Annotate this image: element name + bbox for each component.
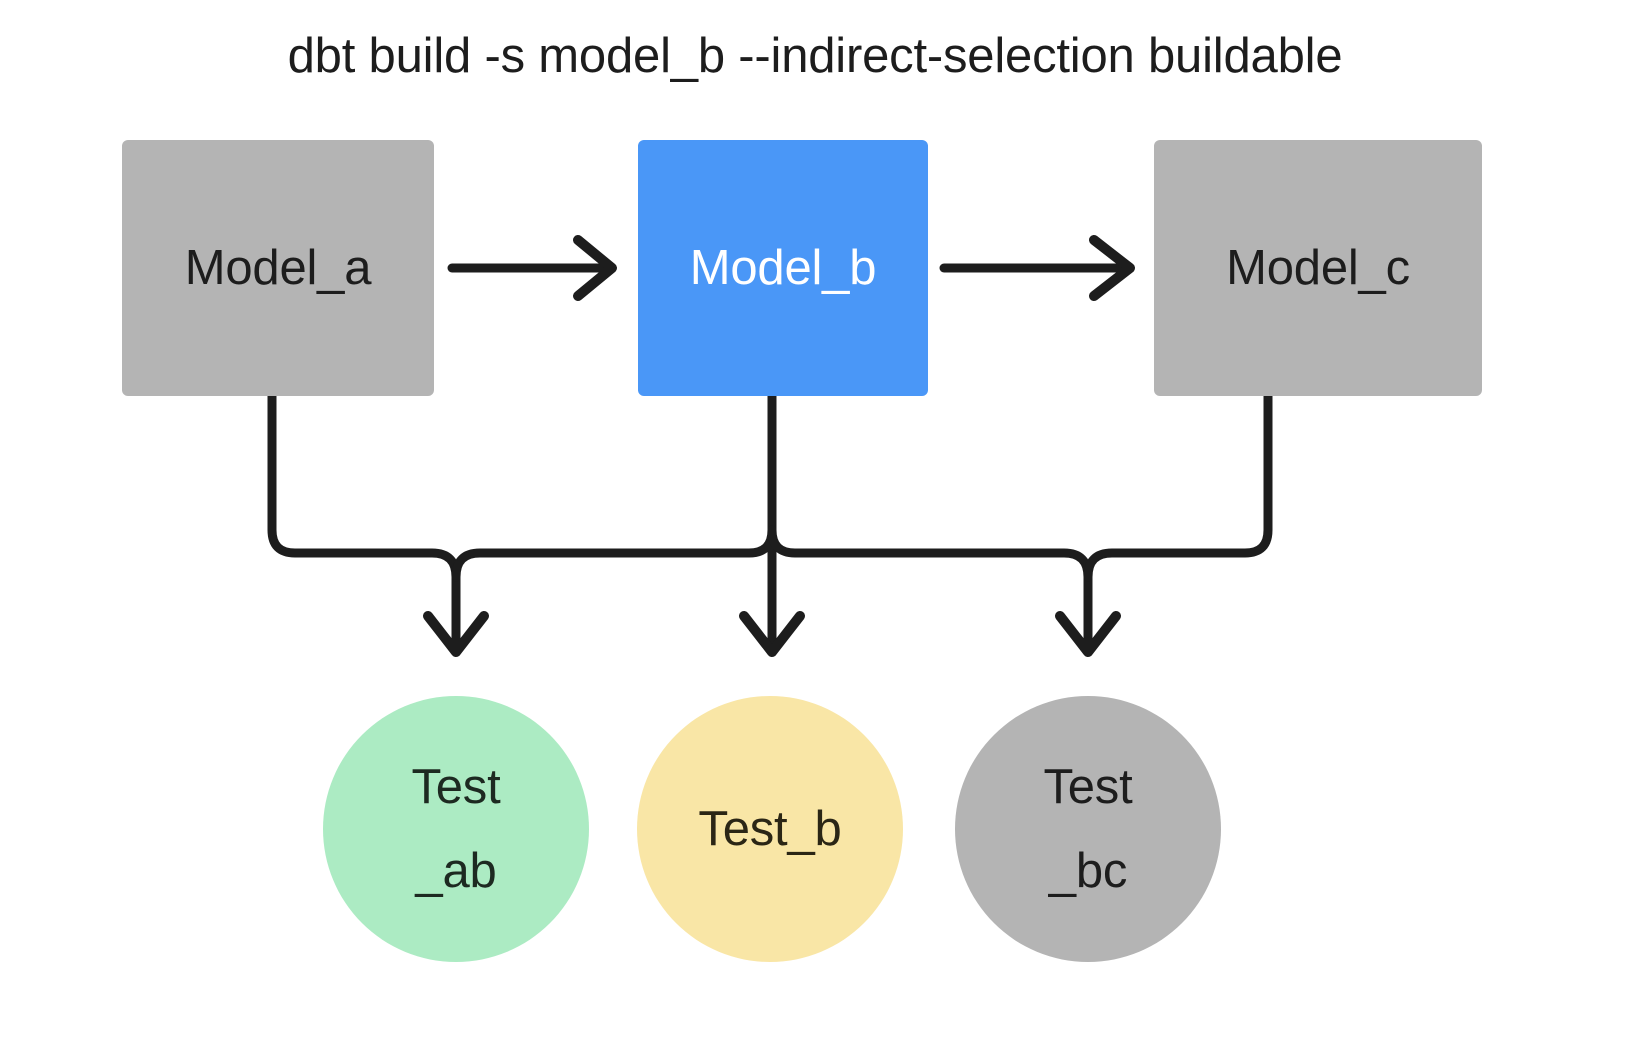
node-test-ab[interactable]: Test _ab <box>323 696 589 962</box>
node-model-b[interactable]: Model_b <box>638 140 928 396</box>
node-model-b-label: Model_b <box>689 241 877 295</box>
node-test-ab-label-line2: _ab <box>415 844 497 898</box>
edge-model-b-to-test-ab <box>451 391 777 582</box>
node-test-bc-label-line2: _bc <box>1048 844 1128 898</box>
node-model-c-label: Model_c <box>1226 241 1410 295</box>
node-model-a-label: Model_a <box>184 241 372 295</box>
diagram-title: dbt build -s model_b --indirect-selectio… <box>287 29 1343 83</box>
node-test-b-label: Test_b <box>698 802 842 856</box>
node-test-bc[interactable]: Test _bc <box>955 696 1221 962</box>
edge-model-a-to-model-b <box>447 235 617 301</box>
edge-model-c-to-test-bc <box>1083 391 1273 582</box>
node-test-bc-label-line1: Test <box>1043 760 1133 814</box>
node-model-a[interactable]: Model_a <box>122 140 434 396</box>
node-test-ab-label-line1: Test <box>411 760 501 814</box>
node-test-b[interactable]: Test_b <box>637 696 903 962</box>
edge-model-b-to-model-c <box>939 235 1135 301</box>
edge-model-b-to-test-b <box>739 391 805 657</box>
edge-model-b-to-test-bc <box>767 525 1121 657</box>
node-model-c[interactable]: Model_c <box>1154 140 1482 396</box>
edge-model-a-to-test-ab <box>267 391 489 657</box>
